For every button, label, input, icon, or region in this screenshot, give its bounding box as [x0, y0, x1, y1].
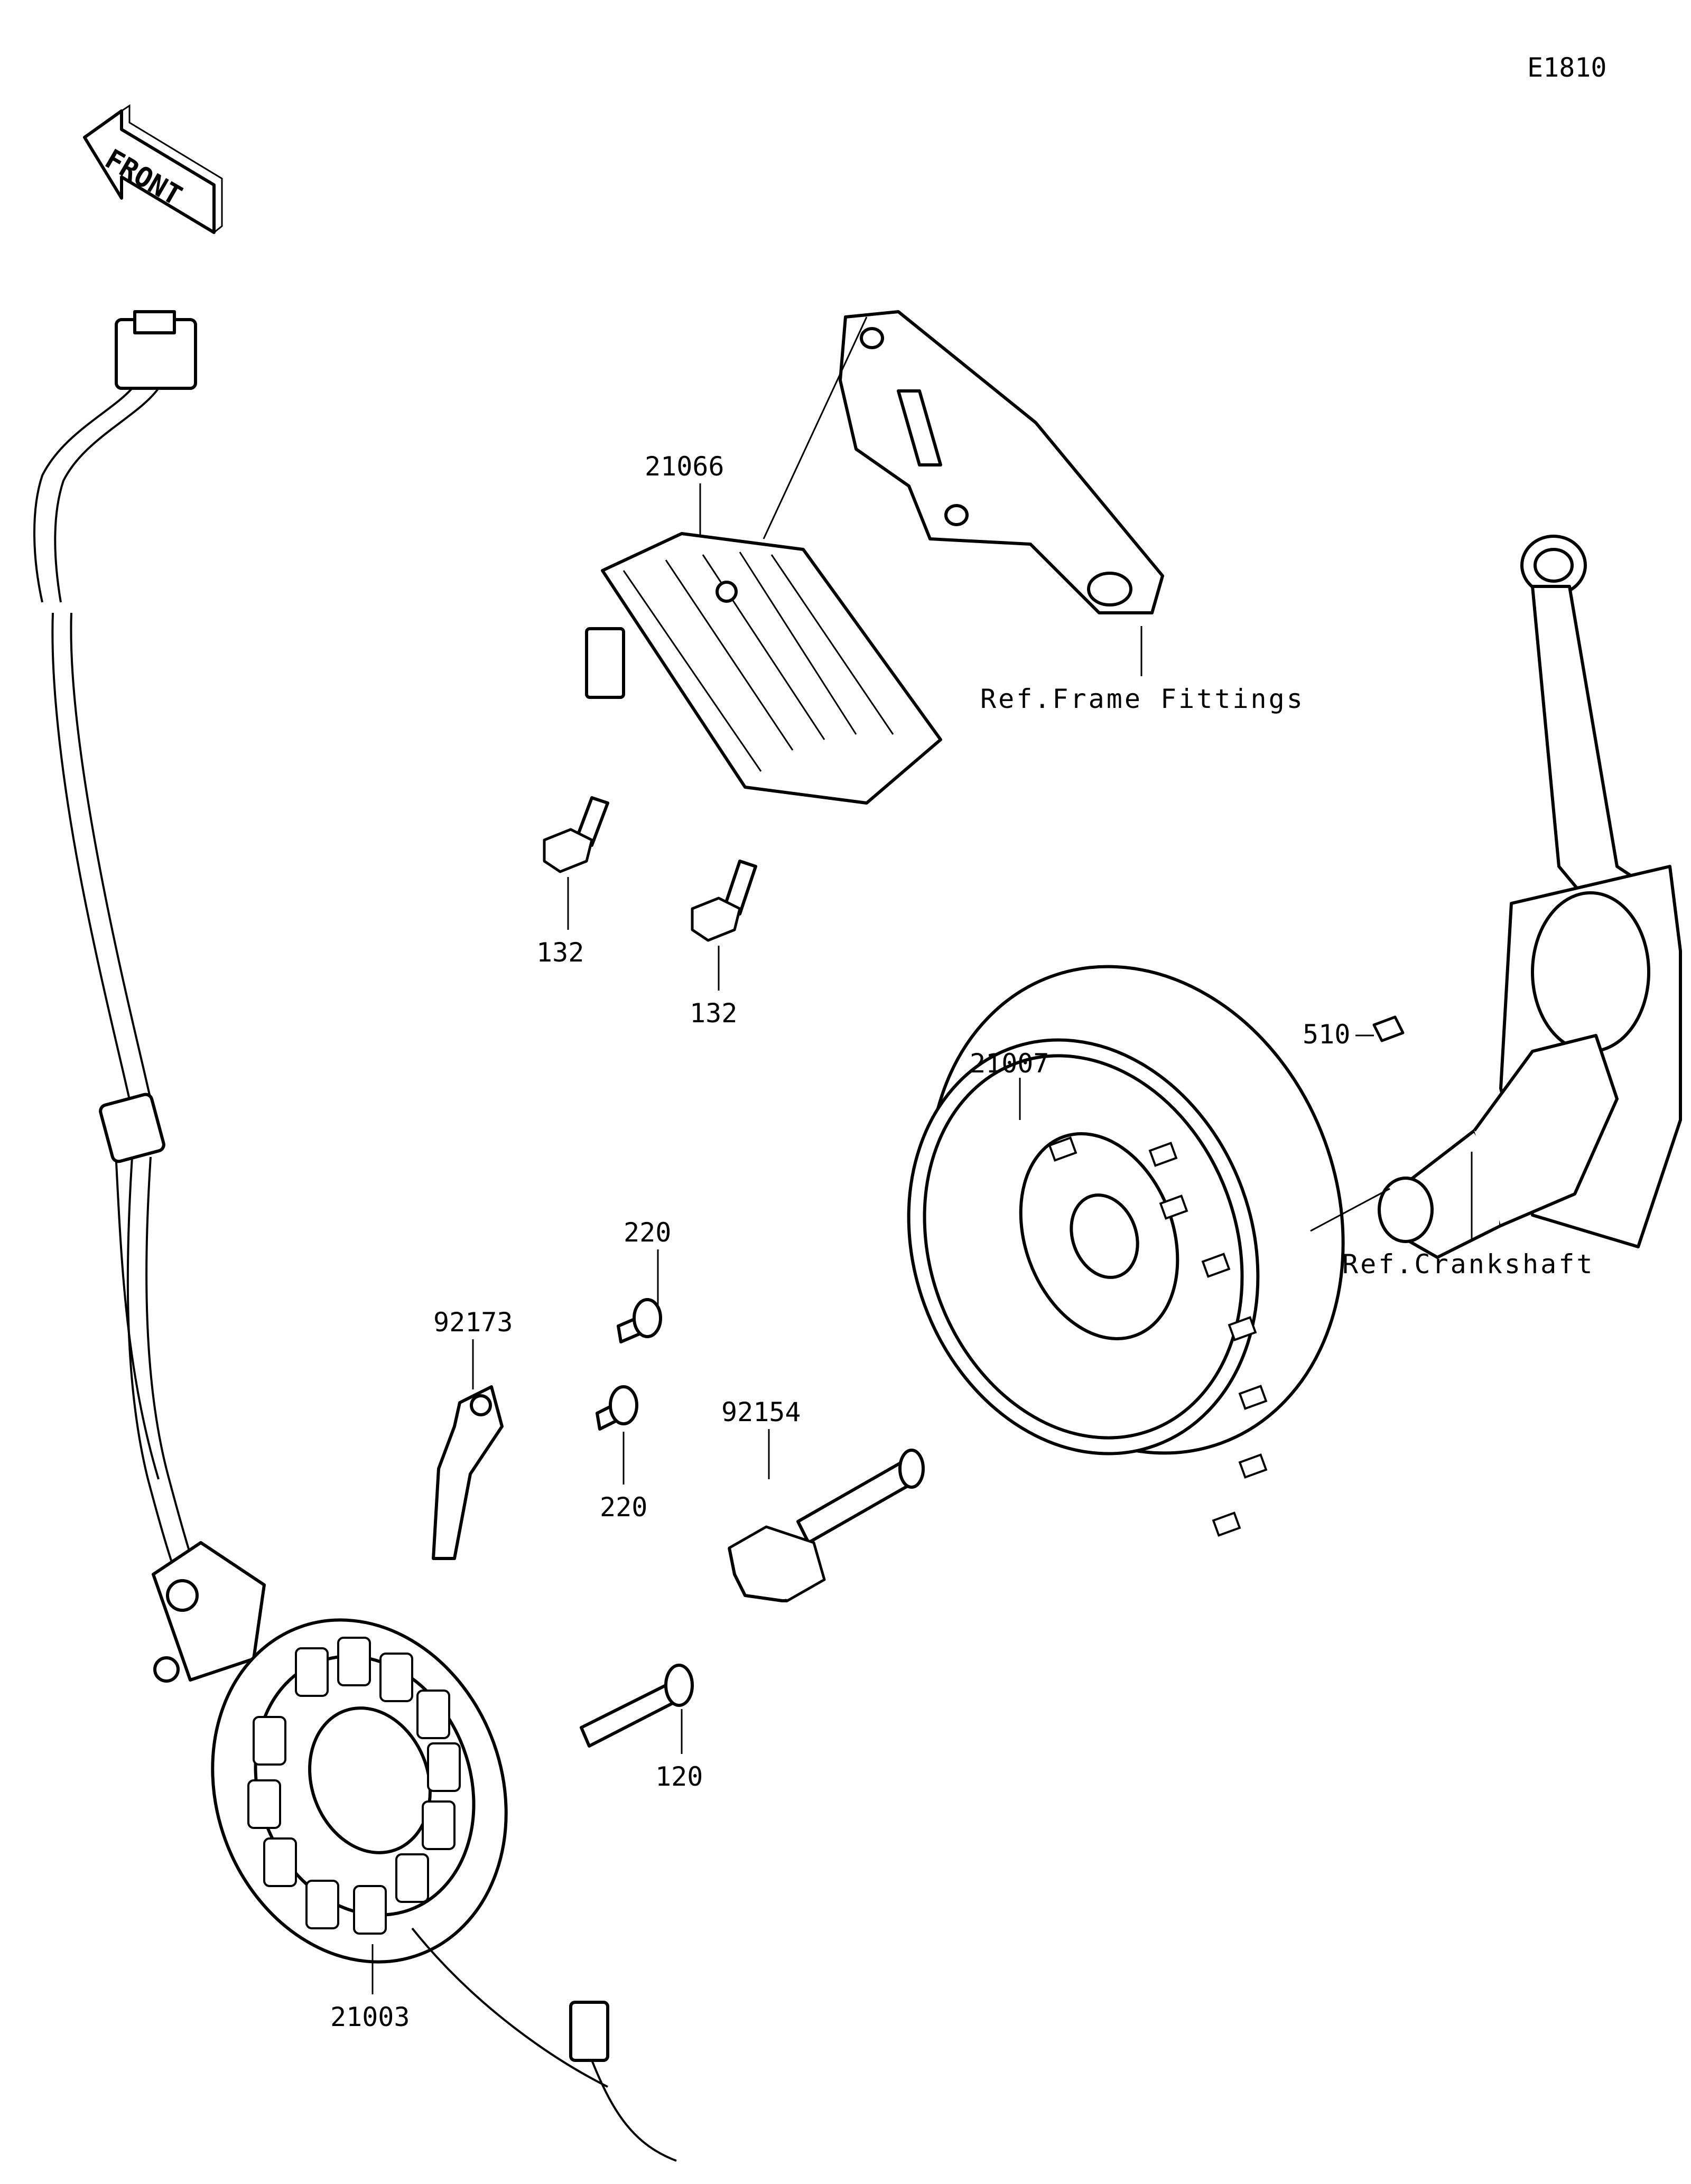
crankshaft — [1378, 535, 1682, 1259]
regulator — [585, 532, 942, 805]
label-bolt-a: 132 — [536, 937, 584, 968]
ref-frame-fittings: Ref.Frame Fittings — [980, 684, 1305, 714]
label-screw-a: 220 — [624, 1217, 671, 1248]
label-stator: 21003 — [330, 2002, 410, 2032]
label-regulator: 21066 — [645, 451, 724, 482]
leader-lines — [371, 316, 1473, 1994]
bolt-a — [543, 796, 609, 873]
label-bolt-b: 132 — [690, 998, 737, 1029]
key — [1372, 1015, 1405, 1042]
bolt-b — [691, 860, 757, 942]
flywheel — [907, 965, 1345, 1537]
flywheel-bolt — [728, 1449, 925, 1602]
label-flywheel: 21007 — [970, 1048, 1049, 1079]
label-screw-b: 220 — [600, 1492, 647, 1523]
ref-crankshaft: Ref.Crankshaft — [1342, 1249, 1594, 1280]
diagram-code: E1810 — [1527, 52, 1607, 83]
label-key: 510 — [1303, 1019, 1350, 1050]
label-plate: 92173 — [433, 1307, 513, 1338]
frame-bracket — [839, 310, 1164, 614]
label-flywheel-bolt: 92154 — [721, 1397, 801, 1427]
stator-bolt — [580, 1664, 694, 1748]
plate — [432, 1385, 504, 1560]
label-stator-bolt: 120 — [655, 1761, 703, 1792]
wiring-harness — [33, 310, 228, 1649]
screw-b — [596, 1385, 638, 1431]
stator — [152, 1541, 677, 2162]
front-arrow-icon: FRONT — [83, 104, 223, 234]
screw-a — [617, 1298, 662, 1343]
